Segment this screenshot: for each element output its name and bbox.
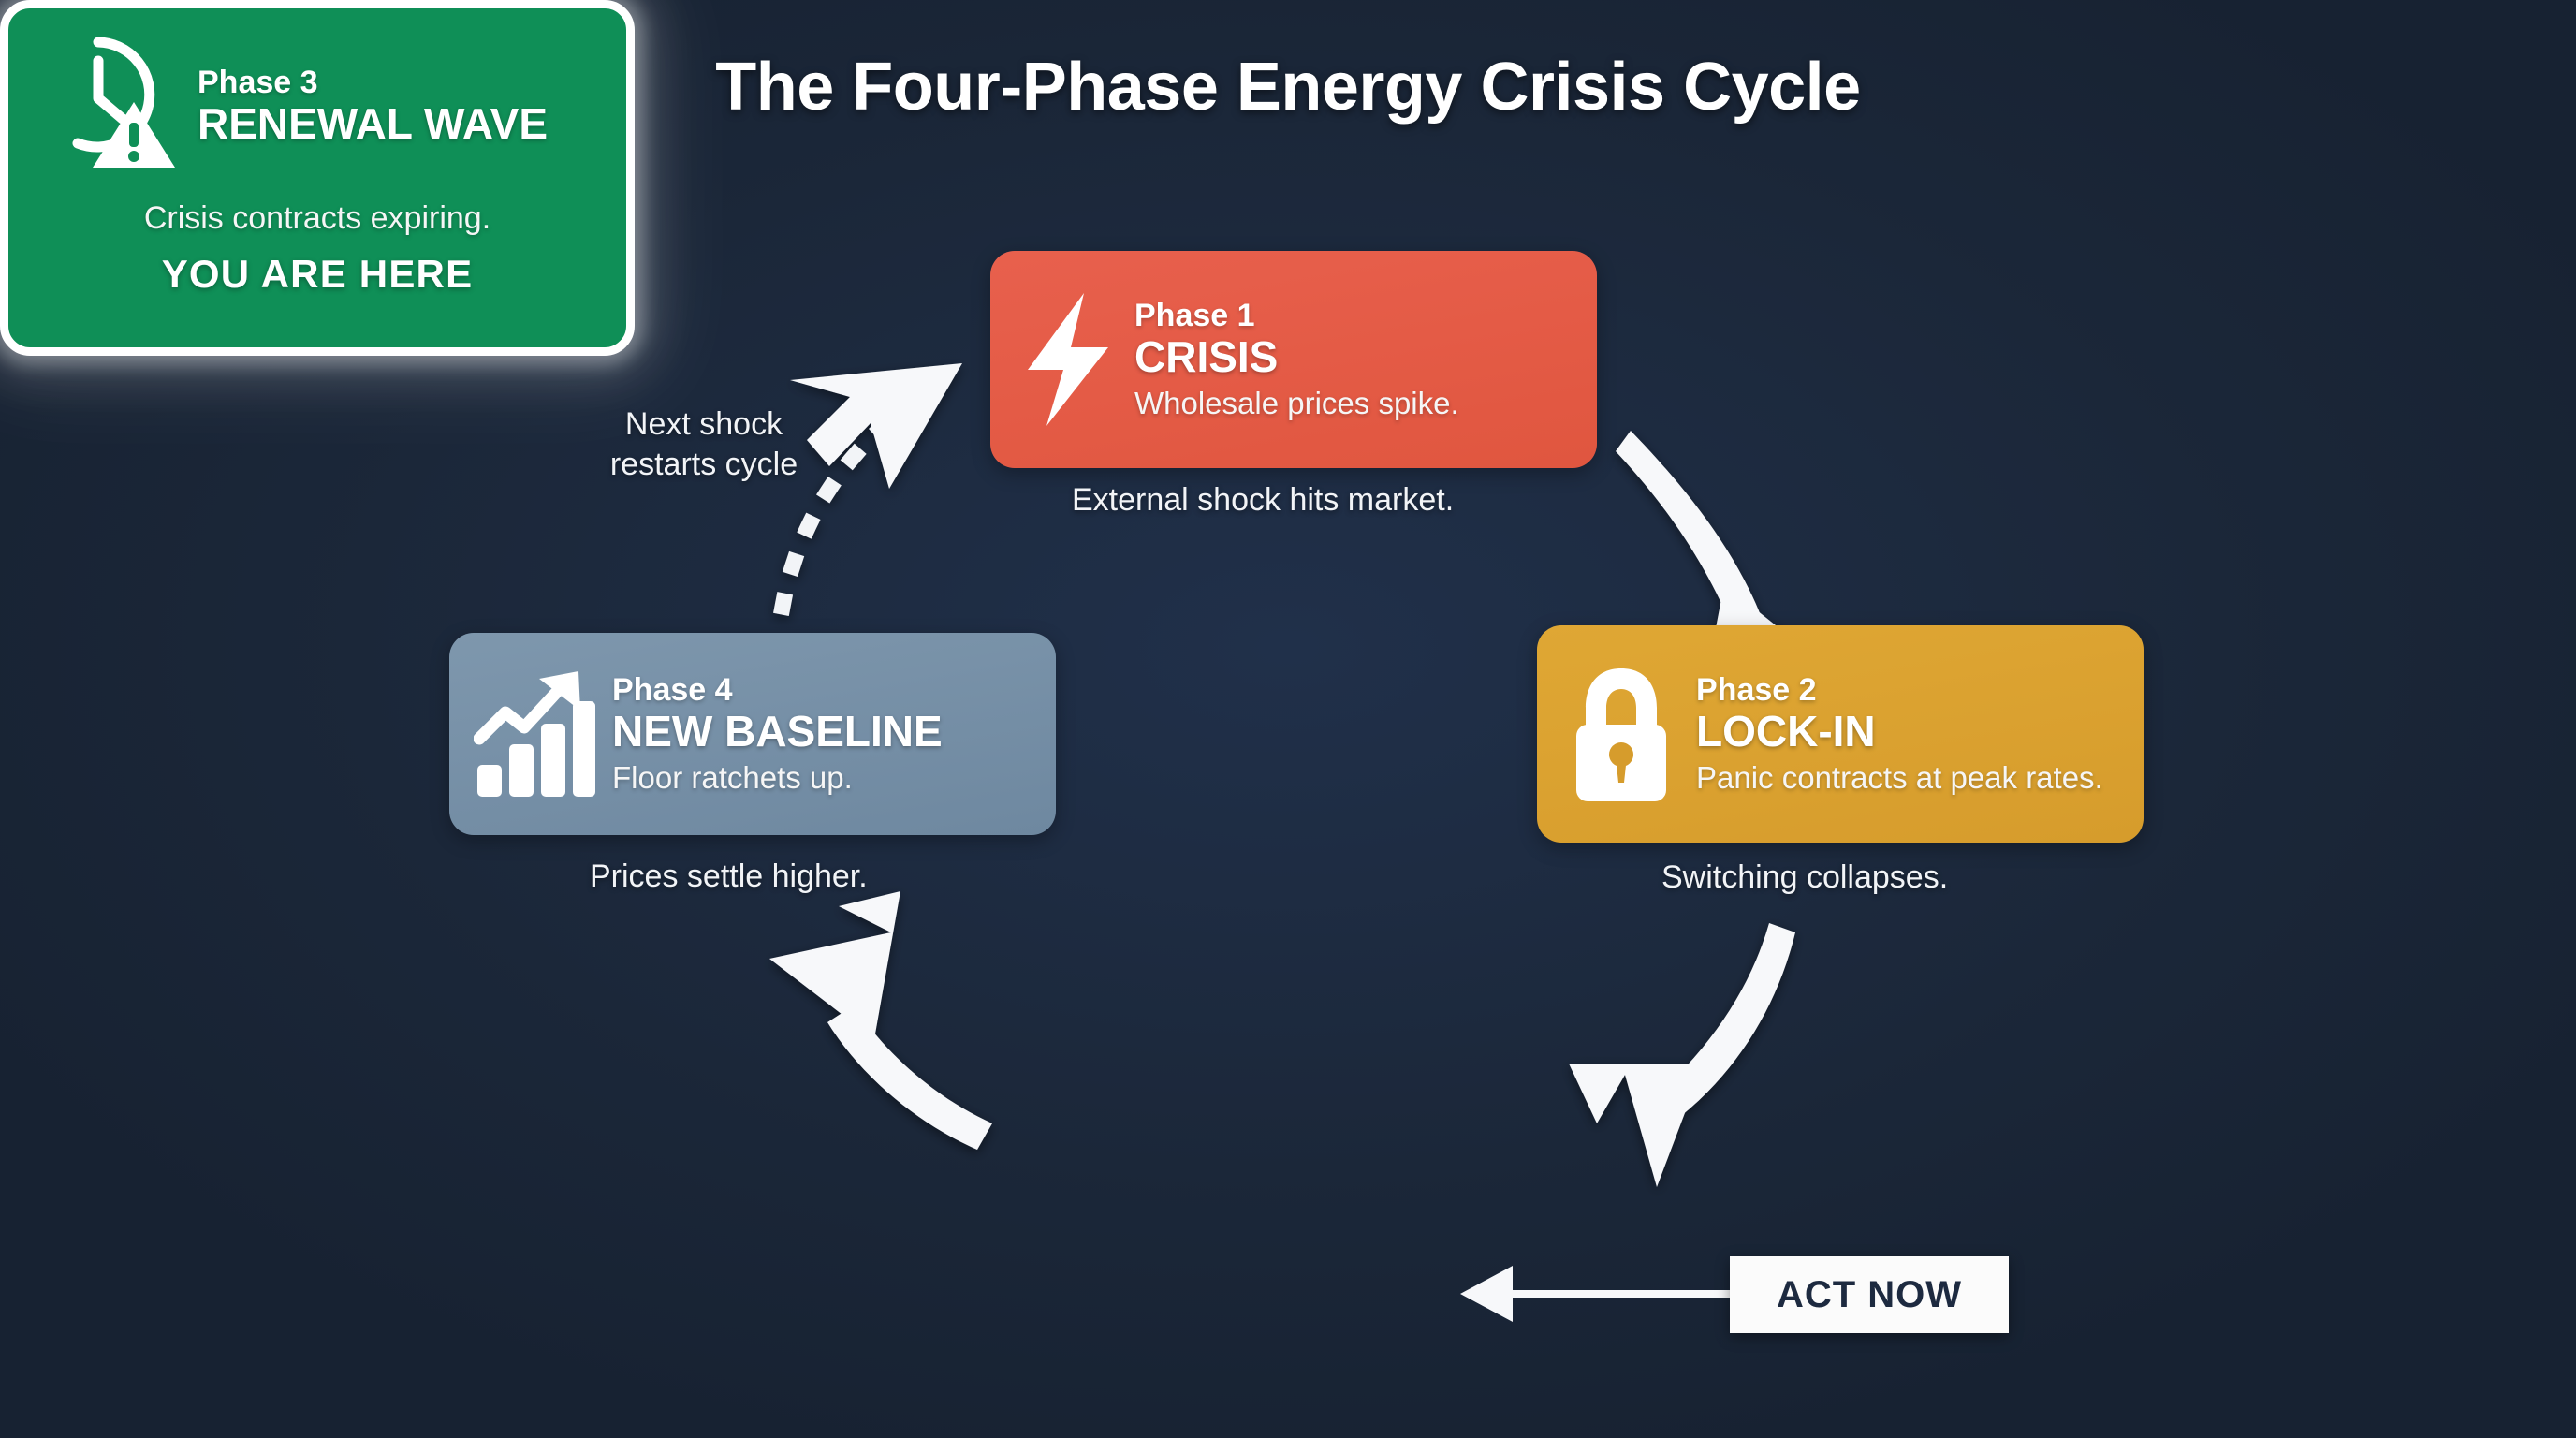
phase-card-new-baseline[interactable]: Phase 4 NEW BASELINE Floor ratchets up. (449, 633, 1056, 835)
page-title: The Four-Phase Energy Crisis Cycle (715, 50, 1861, 125)
phase-name: NEW BASELINE (612, 707, 943, 756)
clock-warning-icon (35, 29, 181, 183)
phase-name: LOCK-IN (1696, 707, 1876, 756)
phase-description: Floor ratchets up. (612, 759, 853, 795)
caption-new-baseline: Prices settle higher. (590, 858, 868, 894)
cycle-note-line-1: Next shock (624, 406, 783, 442)
arrow-baseline-to-crisis-dotted (773, 363, 962, 616)
caption-lockin: Switching collapses. (1661, 859, 1949, 895)
phase-name: CRISIS (1134, 332, 1279, 382)
cycle-restart-note: Next shock restarts cycle (573, 404, 835, 485)
bar-chart-growth-icon (474, 668, 597, 800)
phase-label: Phase 1 (1134, 298, 1255, 334)
phase-card-renewal-wave[interactable]: Phase 3 RENEWAL WAVE Crisis contracts ex… (0, 0, 635, 356)
padlock-icon (1565, 663, 1677, 805)
lightning-bolt-icon (1018, 289, 1116, 430)
act-now-badge[interactable]: ACT NOW (1730, 1256, 2009, 1333)
arrow-act-now-to-here (1460, 1266, 1730, 1322)
phase-label: Phase 2 (1696, 672, 1817, 709)
cycle-note-line-2: restarts cycle (609, 446, 798, 482)
arrow-renewal-to-baseline (769, 891, 992, 1150)
phase-description: Wholesale prices spike. (1134, 385, 1459, 420)
phase-card-crisis[interactable]: Phase 1 CRISIS Wholesale prices spike. (990, 251, 1597, 468)
you-are-here-marker: YOU ARE HERE (161, 252, 474, 297)
phase-description: Crisis contracts expiring. (143, 200, 491, 236)
phase-description: Panic contracts at peak rates. (1696, 759, 2103, 795)
arrow-lockin-to-renewal (1569, 923, 1795, 1187)
phase-label: Phase 3 (198, 64, 318, 100)
phase-card-lockin[interactable]: Phase 2 LOCK-IN Panic contracts at peak … (1537, 625, 2144, 843)
caption-crisis: External shock hits market. (1072, 482, 1455, 518)
phase-name: RENEWAL WAVE (198, 98, 548, 148)
phase-label: Phase 4 (612, 672, 733, 709)
